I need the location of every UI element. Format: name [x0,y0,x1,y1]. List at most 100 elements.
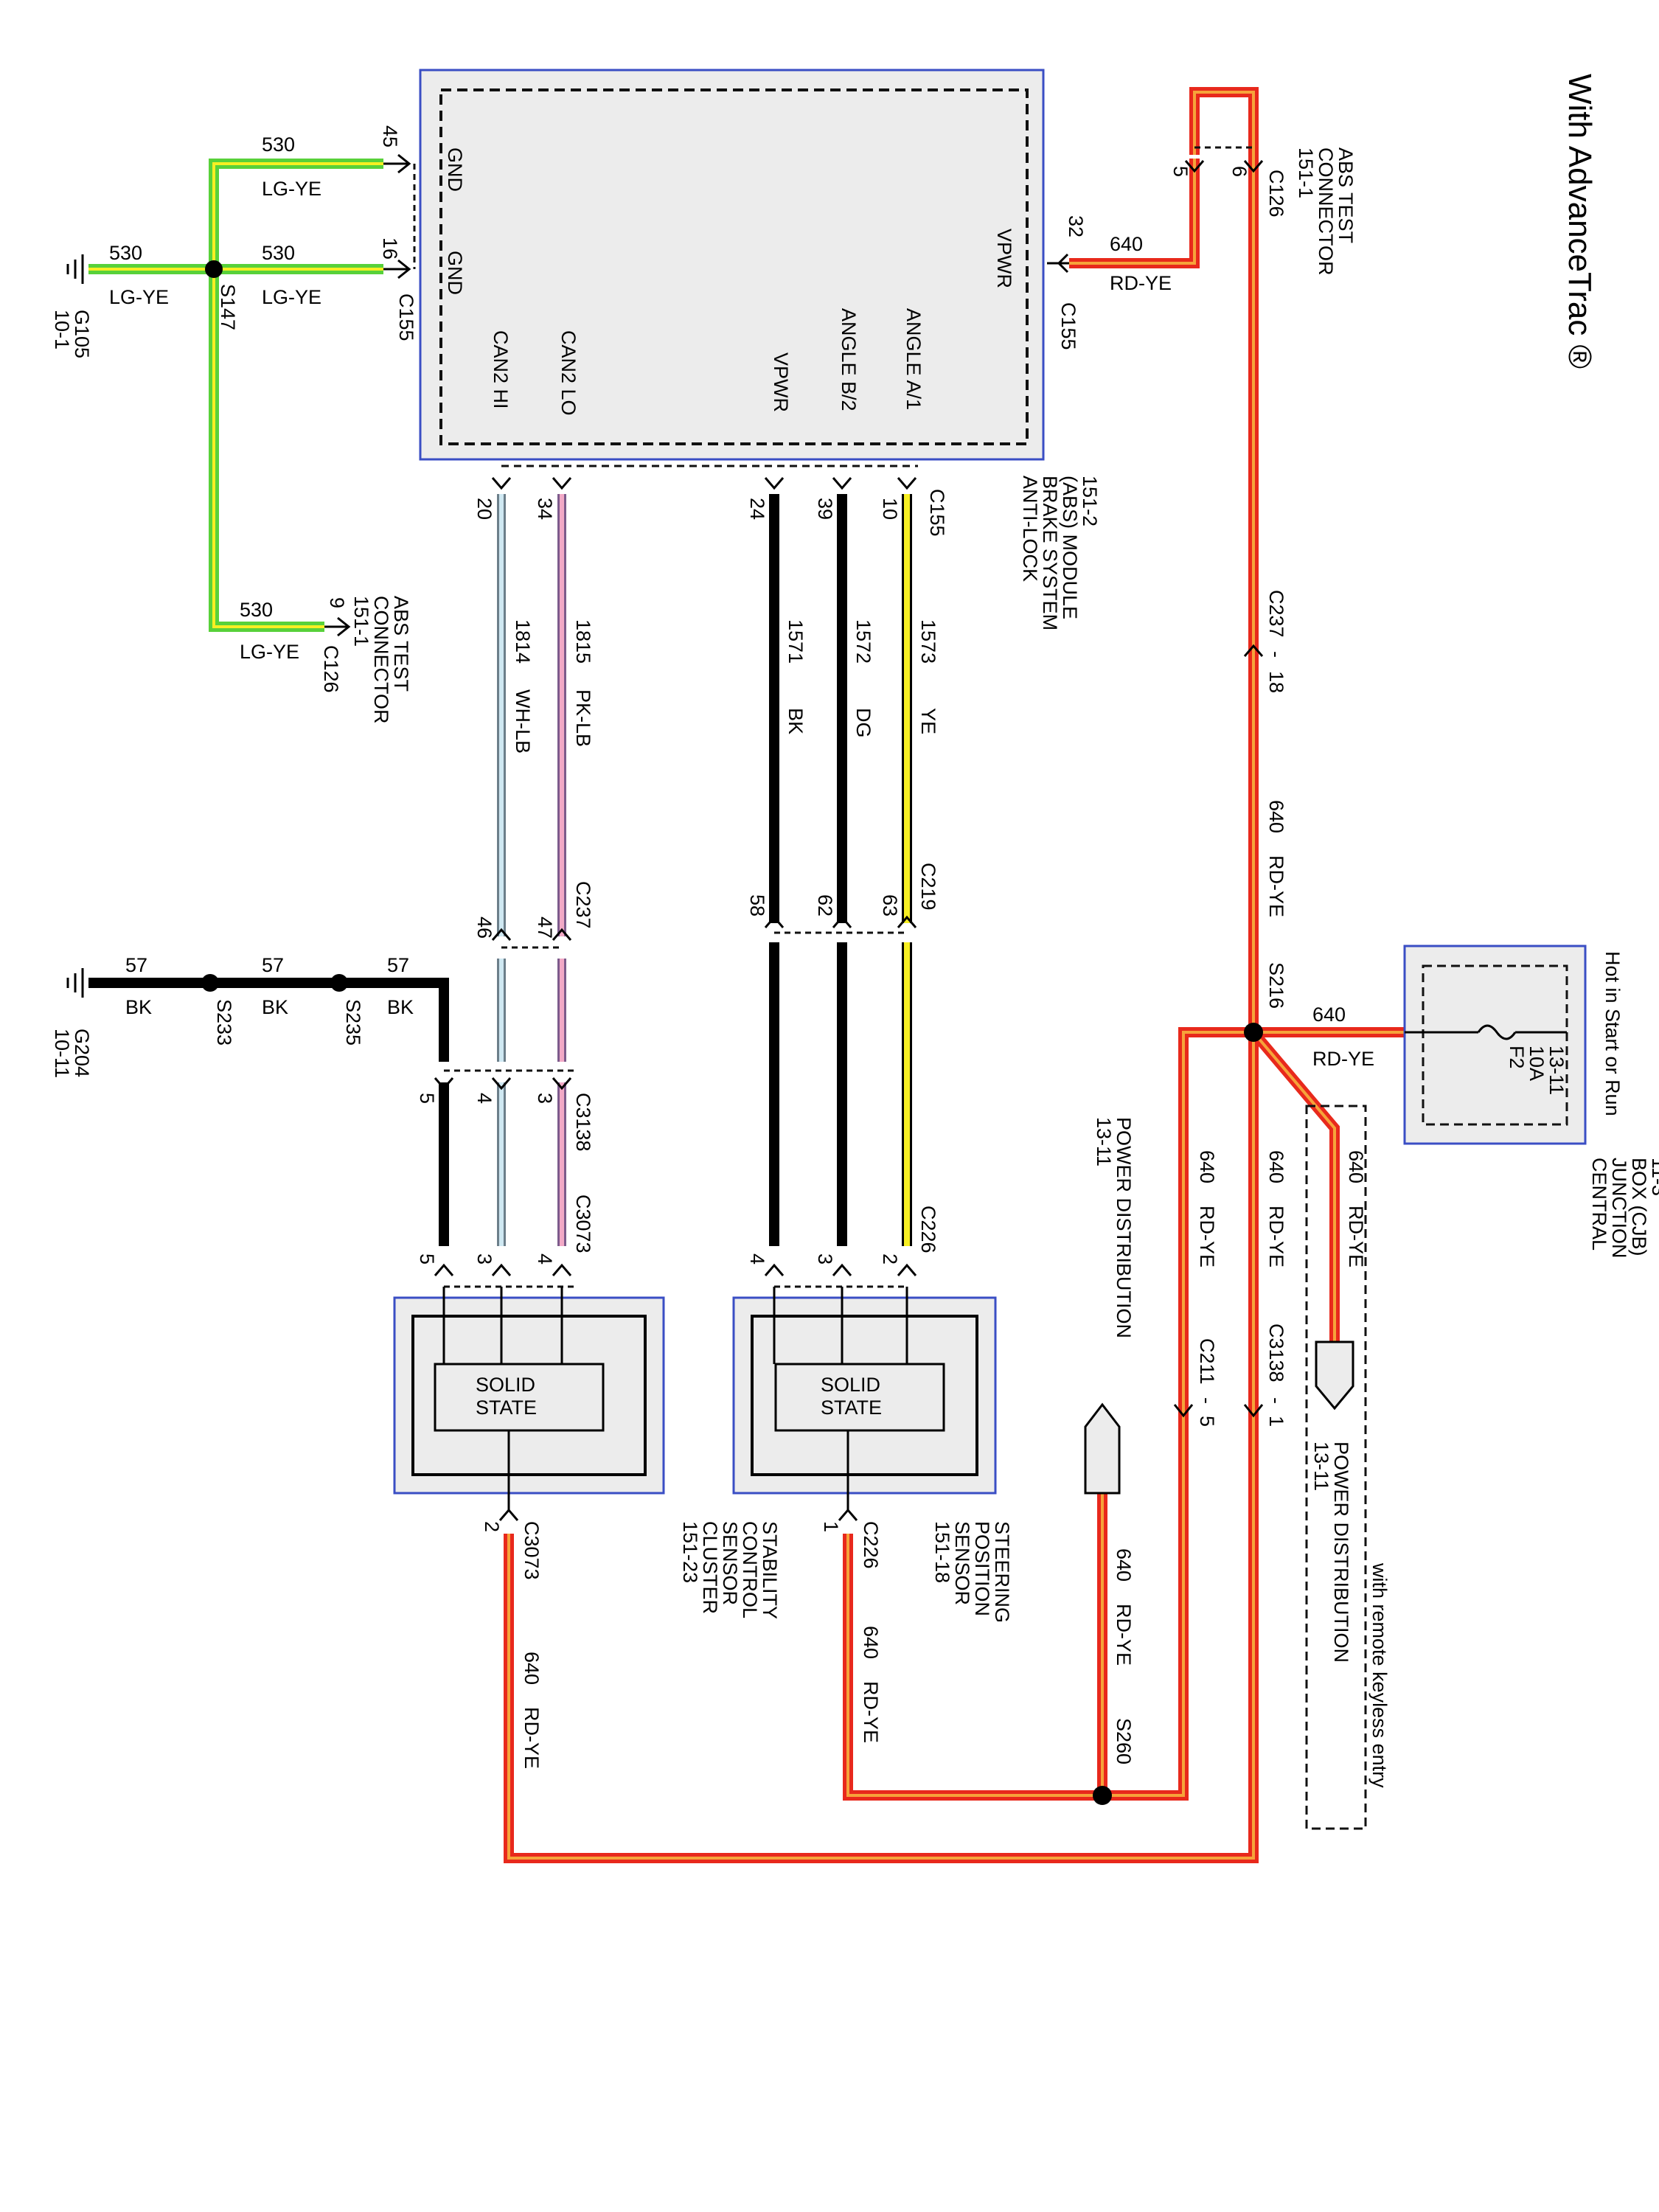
arrow-c226-1 [838,1508,858,1521]
test-conn-left-l1: ABS TEST [390,596,412,692]
c640-c3138-num: 640 [1265,1150,1287,1183]
arrow-c155-34 [552,477,572,490]
splice-s233 [201,974,219,992]
c219-pin-62: 62 [814,894,836,917]
s147-label: S147 [217,284,239,330]
c126-label-top: C126 [1265,170,1287,218]
steer-name-3: SENSOR [951,1521,973,1605]
cluster-name-2: CONTROL [739,1521,761,1618]
arrow-c3138-5 [434,1077,454,1091]
c226-signal-label: C226 [917,1206,939,1253]
abs-module-inner [439,88,1029,445]
arrow-c226-3 [832,1263,852,1276]
splice-s216 [1244,1023,1263,1042]
pd-label: POWER DISTRIBUTION [1113,1117,1135,1338]
test-conn-left-l2: CONNECTOR [370,596,392,724]
c640-cluster-color: RD-YE [521,1707,543,1769]
arrow-c237-46 [491,928,512,941]
steering-solid-state-box [774,1363,945,1432]
c1572-num: 1572 [852,619,874,664]
pd-ref: 13-11 [1093,1117,1115,1166]
c1572-color: DG [852,708,874,738]
abs-module-name-1: ANTI-LOCK [1019,476,1041,582]
rke-pd-connector [1315,1340,1354,1411]
arrow-c155-39 [832,477,852,490]
wire-640-top-loop [1189,87,1259,682]
c3138-pin-5: 5 [416,1093,438,1104]
c211-power-label: C211 [1196,1338,1218,1385]
c237-signal-label: C237 [572,881,594,929]
arrow-c3073-3 [491,1263,512,1276]
wire-640-rke-stripe [1252,1031,1336,1342]
arrow-c155-10 [897,477,917,490]
splice-s260 [1093,1786,1112,1805]
pin-label-can2lo: CAN2 LO [557,330,580,416]
g204-label: G204 [71,1029,93,1077]
arrow-c3138-4 [491,1077,512,1091]
arrow-c3073-4 [552,1263,572,1276]
c126-label-left: C126 [320,645,342,693]
cjb-name-3: BOX (CJB) [1628,1158,1650,1256]
wire-640-vpwr-stripe [1069,159,1196,265]
diagram-title: With AdvanceTrac ® [1562,74,1598,369]
arrow-c219-58 [764,915,785,928]
c57-color-2: BK [262,996,288,1018]
test-conn-top-l1: ABS TEST [1335,147,1357,243]
test-conn-top-ref: 151-1 [1295,147,1317,198]
power-circuit-640: 640 RD-YE 32 C155 5 6 C126 151-1 CONNECT… [498,87,1405,1863]
c57-label-3: 57 [387,954,409,976]
c155-label-gnd: C155 [395,293,417,341]
ground-symbol-g204 [66,968,84,998]
c1573-color: YE [917,708,939,734]
arrow-pin6-top [1243,160,1264,173]
splice-s235 [330,974,348,992]
c530-left-num: 530 [109,242,142,264]
c640-main-color: RD-YE [1265,855,1287,917]
arrows-c219 [491,915,917,941]
central-junction-box: F2 10A 13-11 Hot in Start or Run CENTRAL… [1403,945,1659,1259]
pin-label-angle-a: ANGLE A/1 [902,308,925,410]
c226-pin-4: 4 [746,1253,768,1265]
c237-pin-46: 46 [473,917,495,939]
c3138-power-dash: - [1265,1397,1287,1404]
steer-solid-1: SOLID [821,1374,880,1396]
abs-module-ref: 151-2 [1079,476,1101,526]
rke-label: with remote keyless entry [1368,1562,1391,1788]
arrow-c226-4 [764,1263,785,1276]
steer-name-1: STEERING [991,1521,1013,1623]
g204-ref: 10-11 [51,1029,73,1078]
pin-num-32: 32 [1065,215,1087,237]
fuse-f2-label: F2 [1506,1046,1528,1069]
power-distribution-rke: POWER DISTRIBUTION 13-11 with remote key… [1305,1105,1391,1830]
cluster-pin-2: 2 [481,1521,503,1532]
c530-left-color: LG-YE [109,286,169,308]
g105-ref: 10-1 [51,310,73,349]
c640-c211-num: 640 [1196,1150,1218,1183]
rke-pd-label: POWER DISTRIBUTION [1330,1441,1352,1663]
wire-530-top [209,159,383,632]
cjb-border [1403,945,1587,1145]
cjb-inner [1422,964,1568,1126]
c219-pin-58: 58 [746,894,768,917]
cluster-name-1: STABILITY [759,1521,781,1619]
abs-module: GND GND CAN2 HI CAN2 LO VPWR ANGLE B/2 A… [419,69,1101,630]
pd-connector [1084,1402,1121,1495]
g105-label: G105 [71,310,93,358]
abs-module-name-3: (ABS) MODULE [1059,476,1081,619]
abs-module-name-2: BRAKE SYSTEM [1039,476,1061,630]
pin-label-vpwr32: VPWR [993,229,1015,288]
cluster-solid-2: STATE [476,1397,537,1419]
cluster-ref: 151-23 [679,1521,701,1583]
wire-57 [88,978,449,1062]
arrows-c155-bottom [491,477,917,490]
fuse-f2-amps: 10A [1526,1046,1548,1081]
wire-530-top-stripe [212,162,383,628]
s235-label: S235 [342,999,364,1046]
c1815-color: PK-LB [572,689,594,747]
ground-circuit-530: 530 LG-YE 530 LG-YE 530 LG-YE 530 LG-YE … [51,125,417,724]
c237-power-label: C237 [1265,590,1287,638]
cluster-solid-1: SOLID [476,1374,535,1396]
pin-label-gnd16: GND [444,251,466,295]
c237-pin-47: 47 [534,917,556,939]
pin-num-6-top: 6 [1228,166,1251,177]
